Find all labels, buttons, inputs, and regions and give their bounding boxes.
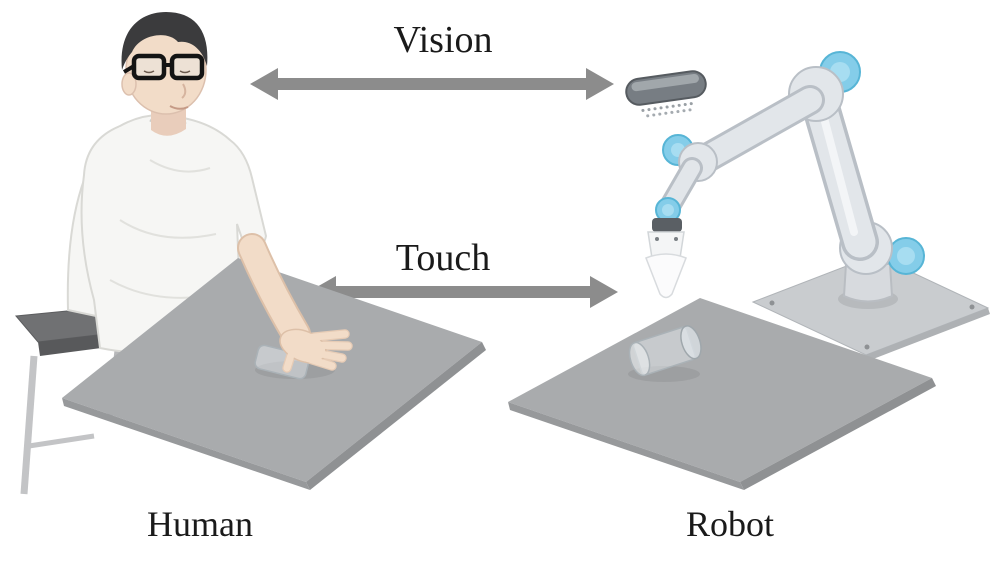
vision-label: Vision [393, 19, 492, 61]
touch-arrow-right-head [590, 276, 618, 308]
glasses-right-lens [169, 53, 205, 81]
link1-highlight [820, 114, 858, 236]
human-right-eye [179, 70, 191, 74]
human-table-top [62, 258, 482, 482]
human-table-edge-right [306, 342, 486, 490]
human-table [62, 258, 486, 490]
wrist-blue-cap-inner [662, 204, 674, 216]
glasses-temple [122, 64, 136, 74]
shoulder-blue-cap-inner [897, 247, 915, 265]
touch-arrow-shaft [332, 286, 594, 298]
human-right-arm [237, 233, 353, 373]
gripper-screw-right [674, 237, 678, 241]
vision-arrow [250, 68, 614, 100]
robot-label: Robot [686, 504, 774, 544]
human-nose [181, 83, 187, 99]
touch-label: Touch [396, 237, 490, 279]
shirt-fold-2 [119, 219, 217, 239]
vision-sensor-icon [625, 70, 707, 118]
shirt-fold-1 [149, 159, 211, 173]
human-label: Human [147, 504, 253, 544]
robot-base [842, 263, 894, 303]
stool-leg-front [20, 355, 38, 495]
plate-screw-4 [864, 344, 870, 350]
gripper-tip-cone [645, 253, 687, 299]
tool-flange [652, 218, 682, 232]
robot-table-edge-right [740, 378, 936, 490]
gripper-screw-left [655, 237, 659, 241]
glasses-icon [122, 53, 205, 81]
vision-arrow-left-head [250, 68, 278, 100]
plate-screw-1 [769, 300, 775, 306]
robot-table [508, 298, 936, 490]
sensor-highlight [631, 73, 699, 92]
human-hand [279, 328, 353, 373]
robot-table-edge-front [508, 402, 744, 490]
stool-crossbar [28, 433, 95, 449]
cylinder-right-cap [680, 325, 702, 360]
fingers [283, 330, 352, 372]
plate-screw-3 [969, 304, 975, 310]
human-hair [121, 12, 208, 70]
forearm [239, 235, 309, 347]
human-left-eye [143, 70, 155, 74]
link2 [688, 88, 822, 174]
vision-arrow-shaft [274, 78, 590, 90]
human-ear [121, 72, 137, 96]
sensor-dots-row1 [641, 101, 696, 112]
robot-table-top [508, 298, 932, 482]
base-plate-edge [866, 308, 990, 361]
glasses-left-lens [131, 53, 167, 81]
human-mouth [169, 105, 189, 110]
robot-arm [645, 51, 925, 309]
vision-arrow-right-head [586, 68, 614, 100]
cylinder-left-cap [628, 341, 651, 377]
transparent-cylinder [628, 325, 702, 377]
human-table-edge-front [62, 398, 310, 490]
sensor-dots-row2 [646, 108, 693, 118]
